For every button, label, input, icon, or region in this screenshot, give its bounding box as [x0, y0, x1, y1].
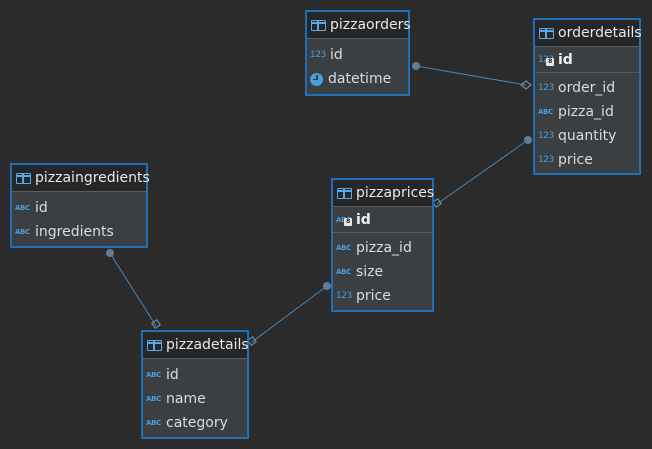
text-type-icon: ABC — [15, 204, 30, 212]
table-icon — [337, 187, 352, 199]
text-type-icon: ABC — [336, 244, 351, 252]
text-type-icon: ABC — [146, 419, 161, 427]
relationship-pizzaingredients-pizzadetails[interactable] — [106, 249, 162, 330]
column-row[interactable]: 123 quantity — [535, 124, 639, 148]
column-row[interactable]: 123 price — [333, 284, 432, 308]
column-row[interactable]: 123 price — [535, 148, 639, 172]
column-name: name — [166, 391, 206, 407]
column-name: pizza_id — [558, 104, 614, 120]
table-header[interactable]: pizzaorders — [307, 12, 411, 38]
connector-square — [246, 335, 258, 347]
table-title: pizzaingredients — [35, 170, 150, 186]
column-name: size — [356, 264, 384, 280]
column-name: id — [558, 52, 573, 68]
columns-section: ABC id ABC name ABC category — [143, 358, 247, 435]
connector-dot — [412, 62, 420, 70]
number-type-icon: 123 — [538, 131, 554, 141]
key-badge-icon: 8 — [344, 218, 352, 226]
key-row[interactable]: 123 8 id — [535, 48, 639, 72]
table-title: pizzaprices — [356, 185, 435, 201]
number-type-icon: 123 — [336, 291, 352, 301]
key-badge-icon: 8 — [546, 58, 554, 66]
column-row[interactable]: ABC ingredients — [12, 220, 146, 244]
text-type-icon: ABC — [146, 371, 161, 379]
column-name: category — [166, 415, 228, 431]
text-type-icon: ABC — [15, 228, 30, 236]
table-header[interactable]: pizzaingredients — [12, 165, 150, 191]
column-name: price — [558, 152, 593, 168]
key-section: 123 8 id — [535, 46, 639, 72]
column-row[interactable]: ABC size — [333, 260, 432, 284]
primary-key-text-icon: ABC 8 — [336, 215, 353, 226]
connector-dot — [106, 249, 114, 257]
number-type-icon: 123 — [310, 50, 326, 60]
table-pizzaprices[interactable]: pizzaprices ABC 8 id ABC pizza_id ABC si… — [331, 178, 434, 312]
key-row[interactable]: ABC 8 id — [333, 208, 432, 232]
clock-icon — [310, 72, 323, 86]
column-row[interactable]: ABC id — [12, 196, 146, 220]
primary-key-number-icon: 123 8 — [538, 55, 555, 66]
column-name: ingredients — [35, 224, 114, 240]
columns-section: ABC pizza_id ABC size 123 price — [333, 232, 432, 308]
column-name: datetime — [328, 71, 392, 87]
table-header[interactable]: orderdetails — [535, 20, 642, 46]
column-row[interactable]: ABC name — [143, 387, 247, 411]
column-row[interactable]: 123 id — [307, 43, 408, 67]
table-pizzaorders[interactable]: pizzaorders 123 id datetime — [305, 10, 411, 96]
table-icon — [311, 19, 326, 31]
table-title: orderdetails — [558, 25, 642, 41]
text-type-icon: ABC — [336, 268, 351, 276]
column-row[interactable]: ABC pizza_id — [333, 236, 432, 260]
text-type-icon: ABC — [538, 108, 553, 116]
table-icon — [147, 339, 162, 351]
column-name: quantity — [558, 128, 617, 144]
table-icon — [16, 172, 31, 184]
number-type-icon: 123 — [538, 83, 554, 93]
text-type-icon: ABC — [146, 395, 161, 403]
table-icon — [539, 27, 554, 39]
connector-diamond — [520, 80, 532, 90]
column-name: id — [166, 367, 179, 383]
column-name: price — [356, 288, 391, 304]
column-name: order_id — [558, 80, 616, 96]
table-pizzadetails[interactable]: pizzadetails ABC id ABC name ABC categor… — [141, 330, 249, 439]
columns-section: 123 order_id ABC pizza_id 123 quantity 1… — [535, 72, 639, 172]
connector-dot — [323, 282, 331, 290]
column-row[interactable]: ABC pizza_id — [535, 100, 639, 124]
column-row[interactable]: datetime — [307, 67, 408, 91]
column-name: id — [35, 200, 48, 216]
relationship-pizzadetails-pizzaprices[interactable] — [246, 282, 331, 347]
table-pizzaingredients[interactable]: pizzaingredients ABC id ABC ingredients — [10, 163, 150, 248]
column-name: pizza_id — [356, 240, 412, 256]
relationship-pizzaprices-orderdetails[interactable] — [431, 136, 532, 209]
relationship-pizzaorders-orderdetails[interactable] — [412, 62, 532, 90]
table-orderdetails[interactable]: orderdetails 123 8 id 123 order_id ABC p… — [533, 18, 642, 175]
key-section: ABC 8 id — [333, 206, 432, 232]
number-type-icon: 123 — [538, 155, 554, 165]
table-title: pizzaorders — [330, 17, 411, 33]
connector-dot — [524, 136, 532, 144]
table-title: pizzadetails — [166, 337, 249, 353]
column-name: id — [330, 47, 343, 63]
type-glyph: ABC — [336, 216, 351, 224]
table-header[interactable]: pizzaprices — [333, 180, 435, 206]
column-row[interactable]: ABC category — [143, 411, 247, 435]
column-row[interactable]: ABC id — [143, 363, 247, 387]
connector-square — [150, 318, 162, 330]
connector-square — [431, 197, 443, 209]
table-header[interactable]: pizzadetails — [143, 332, 249, 358]
columns-section: ABC id ABC ingredients — [12, 191, 146, 244]
column-name: id — [356, 212, 371, 228]
columns-section: 123 id datetime — [307, 38, 408, 91]
column-row[interactable]: 123 order_id — [535, 76, 639, 100]
